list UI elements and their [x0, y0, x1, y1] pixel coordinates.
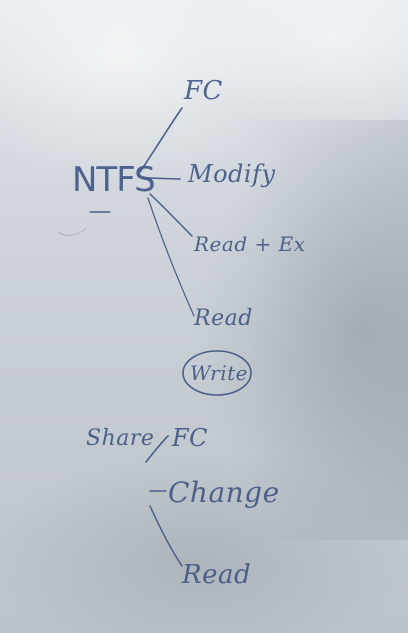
- write-circle: [182, 350, 252, 396]
- ntfs-smudge: [57, 227, 87, 236]
- share-item-change: Change: [168, 476, 280, 509]
- ntfs-item-modify: Modify: [188, 160, 276, 188]
- board-shadow: [250, 120, 408, 540]
- ntfs-branch-readex: [149, 193, 193, 237]
- ntfs-item-read: Read: [194, 306, 253, 331]
- ntfs-item-read-ex: Read + Ex: [194, 232, 306, 256]
- ntfs-item-fc: FC: [184, 76, 223, 106]
- ntfs-root-label: NTFS: [72, 160, 156, 200]
- share-branch-fc: [145, 435, 169, 463]
- ntfs-branch-read: [147, 197, 195, 317]
- ntfs-branch-modify: [147, 177, 181, 180]
- share-branch-read: [149, 505, 183, 567]
- light-glare: [0, 0, 408, 120]
- share-item-fc: FC: [172, 424, 209, 452]
- ntfs-item-write: Write: [190, 361, 248, 385]
- share-root-label: Share: [86, 426, 155, 451]
- share-item-read: Read: [182, 560, 252, 590]
- ntfs-branch-fc: [139, 107, 183, 173]
